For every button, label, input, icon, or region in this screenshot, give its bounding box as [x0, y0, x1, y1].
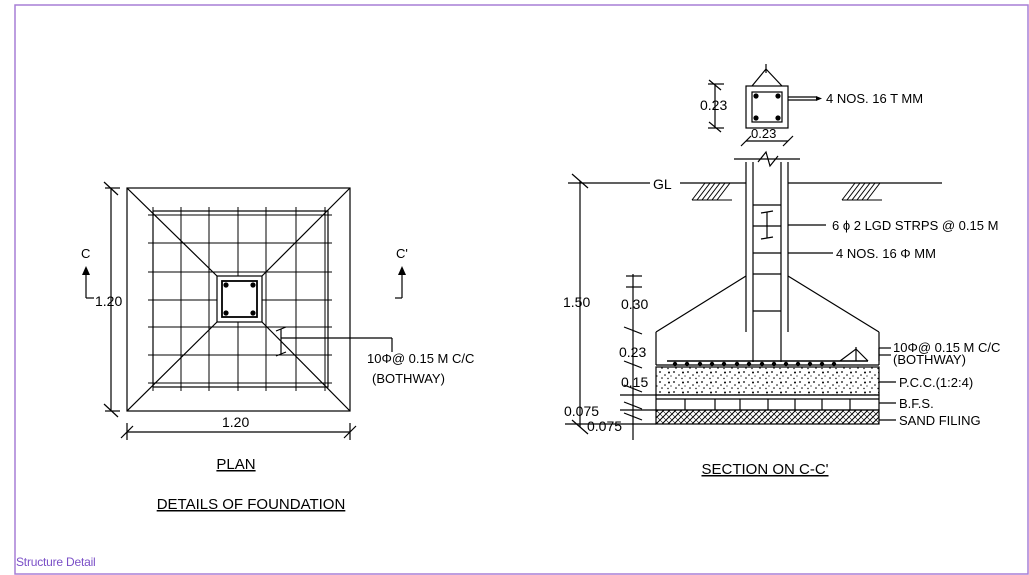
mesh-note: 10Φ@ 0.15 M C/C	[893, 340, 1000, 355]
plan-view	[85, 181, 403, 440]
col-bars-note: 4 NOS. 16 T MM	[826, 91, 923, 106]
dim-base: 0.23	[619, 344, 646, 360]
sheet-border	[14, 4, 1029, 575]
layer-bfs-label: B.F.S.	[899, 396, 934, 411]
col-dim-side: 0.23	[700, 97, 727, 113]
layer-pcc-label: P.C.C.(1:2:4)	[899, 375, 973, 390]
main-bars-note: 4 NOS. 16 Φ MM	[836, 246, 936, 261]
dim-pcc: 0.15	[621, 374, 648, 390]
rebar-mesh	[148, 207, 332, 391]
plan-title: PLAN	[216, 456, 255, 473]
plan-column-outer	[216, 275, 263, 323]
section-mark-right: C'	[396, 246, 408, 261]
section-title: SECTION ON C-C'	[701, 461, 828, 478]
column-section-outer	[745, 85, 789, 129]
col-dim-bottom: 0.23	[751, 126, 776, 141]
section-view	[565, 64, 942, 440]
footing-outline	[126, 187, 351, 412]
stirrups-note: 6 ϕ 2 LGD STRPS @ 0.15 M	[832, 218, 998, 233]
mesh-note-2: (BOTHWAY)	[893, 352, 966, 367]
dim-total: 1.50	[563, 294, 590, 310]
plan-column-inner	[221, 280, 258, 318]
plan-rebar-note: 10Φ@ 0.15 M C/C	[367, 351, 474, 366]
layer-sand-label: SAND FILING	[899, 413, 981, 428]
dim-bfs: 0.075	[564, 403, 599, 419]
sheet-label: Structure Detail	[16, 555, 96, 569]
ground-level-label: GL	[653, 176, 672, 192]
layer-sand	[655, 409, 880, 425]
drawing-caption: DETAILS OF FOUNDATION	[157, 496, 346, 513]
layer-pcc	[655, 366, 880, 396]
dim-sand: 0.075	[587, 418, 622, 434]
dim-taper: 0.30	[621, 296, 648, 312]
section-mark-left: C	[81, 246, 90, 261]
plan-rebar-note-2: (BOTHWAY)	[372, 371, 445, 386]
plan-dim-side: 1.20	[95, 293, 122, 309]
column-section-inner	[751, 91, 783, 123]
plan-dim-bottom: 1.20	[222, 414, 249, 430]
ground-hatch	[691, 182, 882, 201]
mesh-bars	[672, 361, 837, 367]
